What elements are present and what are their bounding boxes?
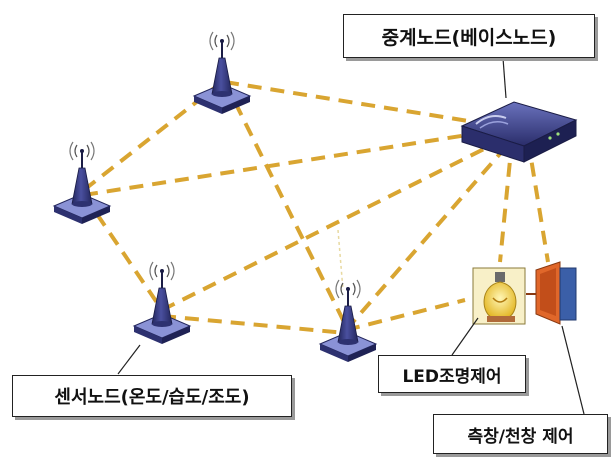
relay-callout-line <box>502 57 507 99</box>
faint-link <box>337 229 344 291</box>
link <box>526 139 550 263</box>
sensor-callout-line <box>117 344 141 375</box>
sensor-node-top <box>193 31 251 115</box>
led-control-label: LED조명제어 <box>378 355 526 393</box>
led-callout-line <box>451 317 479 356</box>
relay-node <box>460 101 578 163</box>
link <box>161 314 347 335</box>
relay-node-label: 중계노드(베이스노드) <box>343 14 595 58</box>
light-bulb-icon <box>472 267 526 325</box>
link <box>345 298 466 332</box>
link <box>498 139 514 263</box>
link <box>344 138 514 332</box>
window-control-label: 측창/천창 제어 <box>433 414 608 454</box>
sensor-node-left <box>53 141 111 225</box>
wireless-sensor-icon <box>133 261 191 345</box>
link <box>83 126 513 197</box>
sensor-node-label: 센서노드(온도/습도/조도) <box>12 375 292 417</box>
link <box>161 133 513 312</box>
sensor-node-middle <box>133 261 191 345</box>
window-device <box>526 261 577 325</box>
led-device <box>472 267 526 325</box>
window-actuator-icon <box>526 261 577 325</box>
link <box>224 80 513 130</box>
wireless-sensor-icon <box>53 141 111 225</box>
link <box>223 81 348 327</box>
wireless-sensor-icon <box>193 31 251 115</box>
window-callout-line <box>561 325 585 415</box>
router-icon <box>460 101 578 163</box>
